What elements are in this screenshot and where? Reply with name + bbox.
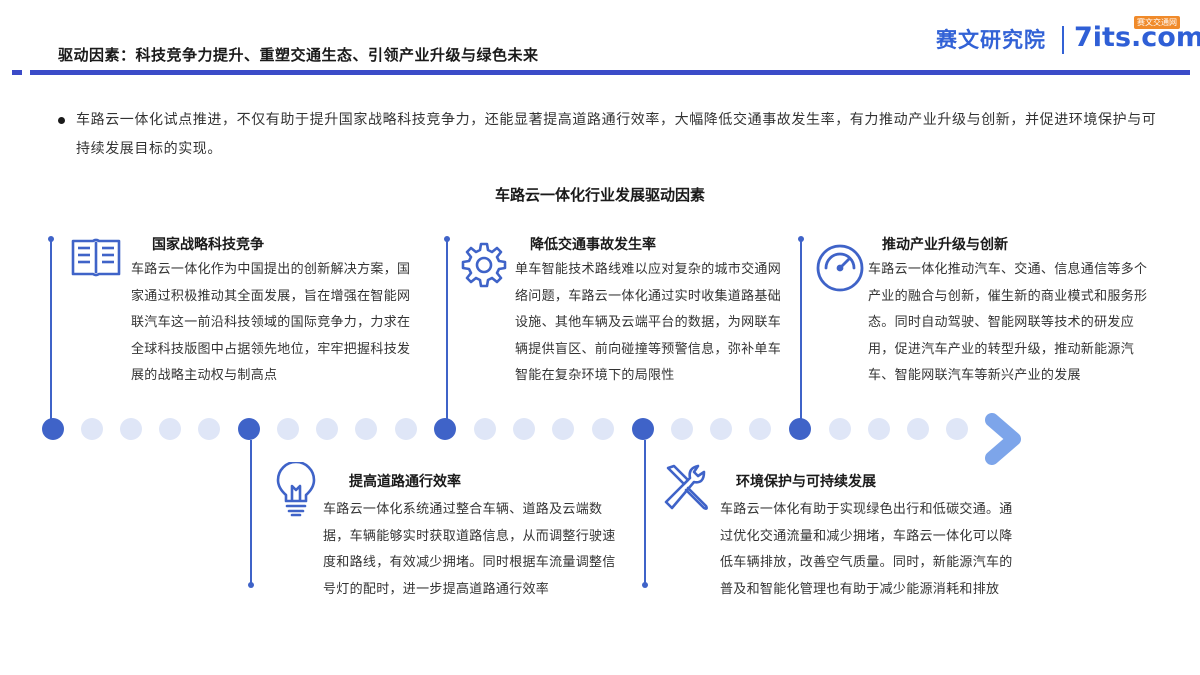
timeline-dot (946, 418, 968, 440)
timeline-dot (552, 418, 574, 440)
intro-text: 车路云一体化试点推进，不仅有助于提升国家战略科技竞争力，还能显著提高道路通行效率… (76, 112, 1157, 157)
factor-title: 降低交通事故发生率 (530, 237, 656, 253)
connector-line (800, 240, 802, 426)
timeline-dot (277, 418, 299, 440)
lightbulb-icon (276, 462, 316, 517)
connector-line (446, 240, 448, 426)
timeline-dot (198, 418, 220, 440)
book-icon (71, 238, 121, 277)
connector-dot (798, 236, 804, 242)
factor-text: 车路云一体化有助于实现绿色出行和低碳交通。通过优化交通流量和减少拥堵，车路云一体… (720, 502, 1013, 597)
intro-paragraph: 车路云一体化试点推进，不仅有助于提升国家战略科技竞争力，还能显著提高道路通行效率… (58, 106, 1162, 164)
timeline-dot (513, 418, 535, 440)
timeline-dot (710, 418, 732, 440)
timeline-dot (749, 418, 771, 440)
timeline-dot (316, 418, 338, 440)
timeline-dot (789, 418, 811, 440)
factor-title: 国家战略科技竞争 (152, 237, 264, 253)
gauge-icon (816, 244, 864, 292)
timeline-dot (42, 418, 64, 440)
timeline-dot (592, 418, 614, 440)
connector-dot (248, 582, 254, 588)
brand-logo: 赛文研究院 7its.com 赛文交通网 (936, 16, 1200, 62)
factor-title: 环境保护与可持续发展 (736, 474, 876, 490)
timeline-dot (868, 418, 890, 440)
timeline-dot (81, 418, 103, 440)
logo-badge: 赛文交通网 (1134, 16, 1180, 29)
connector-dot (444, 236, 450, 242)
timeline-dot (474, 418, 496, 440)
page-title: 驱动因素：科技竞争力提升、重塑交通生态、引领产业升级与绿色未来 (58, 46, 539, 64)
connector-dot (642, 582, 648, 588)
timeline-dot (434, 418, 456, 440)
connector-line (50, 240, 52, 426)
timeline-dot (238, 418, 260, 440)
timeline-dot (159, 418, 181, 440)
timeline-dot (829, 418, 851, 440)
timeline-arrow-icon (985, 413, 1021, 465)
connector-dot (48, 236, 54, 242)
tools-icon (664, 464, 708, 510)
section-title: 车路云一体化行业发展驱动因素 (494, 186, 705, 204)
timeline-dot (907, 418, 929, 440)
connector-line (644, 440, 646, 584)
timeline-dot (632, 418, 654, 440)
logo-chinese-text: 赛文研究院 (936, 28, 1046, 52)
factor-text: 车路云一体化推动汽车、交通、信息通信等多个产业的融合与创新，催生新的商业模式和服… (868, 262, 1148, 383)
bullet-icon (58, 117, 65, 124)
timeline-dot (355, 418, 377, 440)
factor-text: 单车智能技术路线难以应对复杂的城市交通网络问题，车路云一体化通过实时收集道路基础… (515, 262, 782, 383)
logo-separator (1062, 26, 1064, 54)
timeline-dot (120, 418, 142, 440)
connector-line (250, 440, 252, 584)
timeline-dot (395, 418, 417, 440)
factor-title: 提高道路通行效率 (349, 474, 461, 490)
factor-text: 车路云一体化作为中国提出的创新解决方案，国家通过积极推动其全面发展，旨在增强在智… (131, 262, 411, 383)
factor-text: 车路云一体化系统通过整合车辆、道路及云端数据，车辆能够实时获取道路信息，从而调整… (323, 502, 616, 597)
header-rule (30, 70, 1190, 75)
factor-title: 推动产业升级与创新 (882, 237, 1008, 253)
header-rule-accent (12, 70, 22, 75)
timeline-dot (671, 418, 693, 440)
gear-icon (461, 242, 507, 288)
